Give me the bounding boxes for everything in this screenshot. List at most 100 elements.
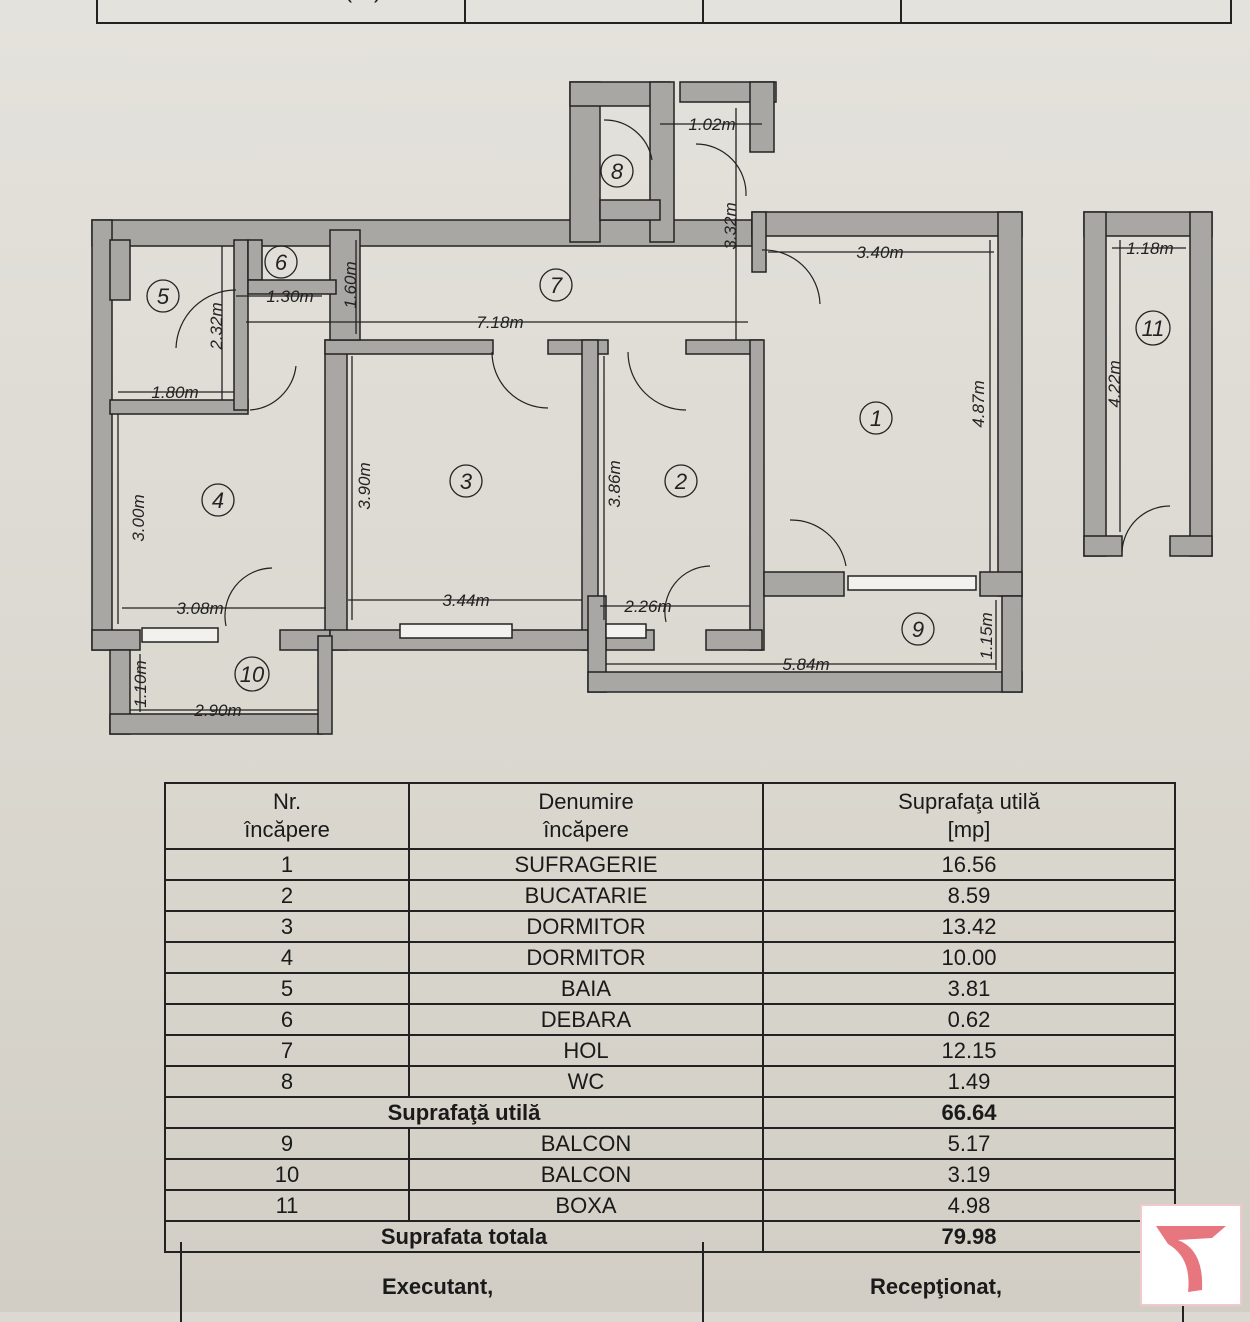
table-header-row: Nr. încăpere Denumire încăpere Suprafaţa… bbox=[164, 782, 1176, 850]
cell-name: WC bbox=[408, 1065, 764, 1098]
dim-3-90: 3.90m bbox=[355, 462, 374, 509]
cell-nr: 5 bbox=[164, 972, 410, 1005]
room-area-table: Nr. încăpere Denumire încăpere Suprafaţa… bbox=[164, 782, 1176, 1253]
cell-name: BUCATARIE bbox=[408, 879, 764, 912]
col-header-name: Denumire încăpere bbox=[408, 782, 764, 850]
dimension-lines bbox=[117, 108, 1186, 712]
dim-2-26: 2.26m bbox=[623, 597, 671, 616]
cell-name: DEBARA bbox=[408, 1003, 764, 1036]
dim-1-60: 1.60m bbox=[341, 261, 360, 308]
cell-nr: 8 bbox=[164, 1065, 410, 1098]
cell-nr: 9 bbox=[164, 1127, 410, 1160]
room-label-7: 7 bbox=[550, 273, 563, 298]
dim-4-22: 4.22m bbox=[1105, 360, 1124, 407]
cell-name: DORMITOR bbox=[408, 941, 764, 974]
total-value: 79.98 bbox=[762, 1220, 1176, 1253]
room-label-4: 4 bbox=[212, 488, 224, 513]
cell-area: 4.98 bbox=[762, 1189, 1176, 1222]
subtotal-value: 66.64 bbox=[762, 1096, 1176, 1129]
floor-plan: 1 2 3 4 5 6 7 8 9 10 11 1.02m 3.32m 3.40… bbox=[91, 81, 1213, 735]
col-header-nr: Nr. încăpere bbox=[164, 782, 410, 850]
cell-name: BALCON bbox=[408, 1127, 764, 1160]
room-label-1: 1 bbox=[870, 406, 882, 431]
cell-name: BALCON bbox=[408, 1158, 764, 1191]
cell-nr: 11 bbox=[164, 1189, 410, 1222]
dim-3-44: 3.44m bbox=[442, 591, 489, 610]
cell-name: HOL bbox=[408, 1034, 764, 1067]
executant-label: Executant, bbox=[382, 1274, 494, 1299]
cell-area: 3.81 bbox=[762, 972, 1176, 1005]
cell-area: 8.59 bbox=[762, 879, 1176, 912]
cell-area: 16.56 bbox=[762, 848, 1176, 881]
receptionat-label: Recepţionat, bbox=[870, 1274, 1003, 1299]
cell-area: 5.17 bbox=[762, 1127, 1176, 1160]
cell-nr: 10 bbox=[164, 1158, 410, 1191]
dimension-labels: 1.02m 3.32m 3.40m 1.18m 1.30m 1.60m 2.32… bbox=[129, 115, 1174, 720]
header-cell-type: UI individuala bbox=[704, 0, 902, 22]
cell-area: 13.42 bbox=[762, 910, 1176, 943]
cell-nr: 1 bbox=[164, 848, 410, 881]
room-labels: 1 2 3 4 5 6 7 8 9 10 11 bbox=[146, 154, 1171, 692]
brand-logo bbox=[1140, 1204, 1242, 1306]
cell-nr: 6 bbox=[164, 1003, 410, 1036]
dim-7-18: 7.18m bbox=[476, 313, 523, 332]
dim-1-15: 1.15m bbox=[977, 612, 996, 659]
header-table: Cod unitate individuala (UI) UI individu… bbox=[96, 0, 1232, 24]
dim-3-08: 3.08m bbox=[176, 599, 223, 618]
dim-4-87: 4.87m bbox=[969, 380, 988, 427]
brand-logo-icon bbox=[1156, 1226, 1226, 1292]
dim-3-32: 3.32m bbox=[721, 202, 740, 249]
cell-nr: 7 bbox=[164, 1034, 410, 1067]
room-label-3: 3 bbox=[460, 469, 473, 494]
door-swings bbox=[175, 119, 1171, 627]
cell-area: 0.62 bbox=[762, 1003, 1176, 1036]
subtotal-label: Suprafaţă utilă bbox=[164, 1096, 764, 1129]
cell-nr: 4 bbox=[164, 941, 410, 974]
room-label-5: 5 bbox=[157, 284, 170, 309]
cell-area: 10.00 bbox=[762, 941, 1176, 974]
dim-1-80: 1.80m bbox=[151, 383, 198, 402]
dim-1-30: 1.30m bbox=[266, 287, 313, 306]
room-label-11: 11 bbox=[1142, 316, 1165, 341]
walls bbox=[91, 81, 1213, 735]
room-label-8: 8 bbox=[611, 159, 624, 184]
dim-1-18: 1.18m bbox=[1126, 239, 1173, 258]
cell-name: BOXA bbox=[408, 1189, 764, 1222]
cell-nr: 2 bbox=[164, 879, 410, 912]
room-label-10: 10 bbox=[240, 662, 265, 687]
dim-1-02: 1.02m bbox=[688, 115, 735, 134]
windows bbox=[141, 575, 977, 643]
dim-2-32: 2.32m bbox=[207, 302, 226, 350]
total-label: Suprafata totala bbox=[164, 1220, 764, 1253]
dim-2-90: 2.90m bbox=[193, 701, 241, 720]
dim-3-00: 3.00m bbox=[129, 494, 148, 541]
cell-area: 12.15 bbox=[762, 1034, 1176, 1067]
cell-area: 3.19 bbox=[762, 1158, 1176, 1191]
dim-3-86: 3.86m bbox=[605, 460, 624, 507]
signature-area: Executant, Recepţionat, bbox=[180, 1242, 1184, 1322]
header-cell-value bbox=[466, 0, 704, 22]
dim-5-84: 5.84m bbox=[782, 655, 829, 674]
cell-name: SUFRAGERIE bbox=[408, 848, 764, 881]
header-cell-label: Cod unitate individuala (UI) bbox=[98, 0, 466, 22]
cell-name: DORMITOR bbox=[408, 910, 764, 943]
room-label-9: 9 bbox=[912, 617, 924, 642]
dim-3-40: 3.40m bbox=[856, 243, 903, 262]
col-header-area: Suprafaţa utilă [mp] bbox=[762, 782, 1176, 850]
dim-1-10: 1.10m bbox=[131, 660, 150, 707]
cell-area: 1.49 bbox=[762, 1065, 1176, 1098]
